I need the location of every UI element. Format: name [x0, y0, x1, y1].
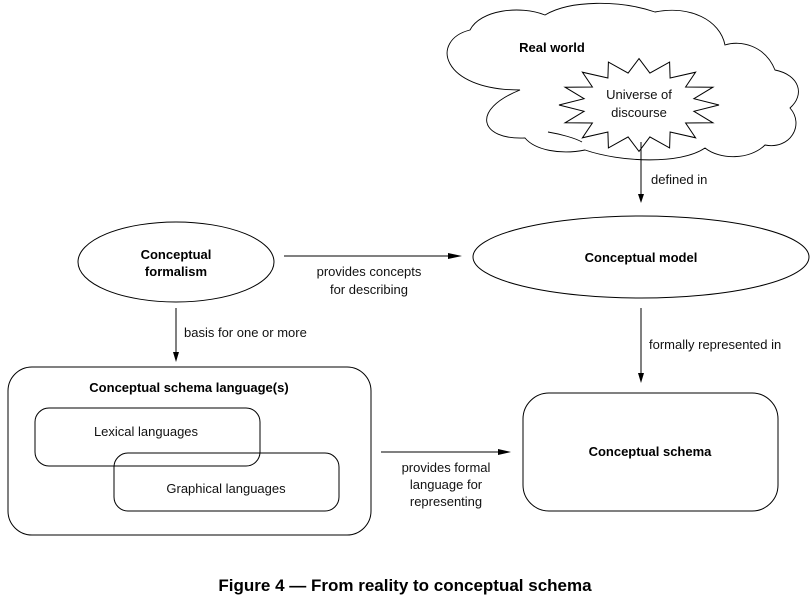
arrow-head-icon — [448, 253, 462, 259]
conceptual-model-node: Conceptual model — [472, 215, 810, 299]
cloud-inner-curve — [547, 131, 583, 143]
conceptual-formalism-label-line-1: Conceptual — [141, 247, 212, 262]
conceptual-schema-label: Conceptual schema — [589, 444, 713, 459]
conceptual-schema-languages-node: Conceptual schema language(s) Lexical la… — [7, 366, 372, 536]
edge-provides-formal-language: provides formal language for representin… — [381, 449, 511, 509]
starburst-shape — [558, 57, 720, 153]
conceptual-schema-box — [522, 392, 779, 512]
conceptual-model-ellipse — [472, 215, 810, 299]
arrow-head-icon — [638, 194, 644, 203]
edge-provides-concepts-label-line-2: for describing — [330, 282, 408, 297]
real-world-label: Real world — [519, 40, 585, 55]
edge-formally-represented-label: formally represented in — [649, 337, 781, 352]
graphical-languages-box — [113, 452, 340, 512]
conceptual-formalism-node: Conceptual formalism — [77, 221, 275, 303]
edge-basis-for: basis for one or more — [173, 308, 307, 362]
arrow-head-icon — [498, 449, 511, 455]
conceptual-formalism-ellipse — [77, 221, 275, 303]
conceptual-schema-node: Conceptual schema — [522, 392, 779, 512]
universe-label-line-2: discourse — [611, 105, 667, 120]
edge-defined-in-label: defined in — [651, 172, 707, 187]
graphical-languages-label: Graphical languages — [166, 481, 286, 496]
arrow-head-icon — [173, 352, 179, 362]
conceptual-model-label: Conceptual model — [585, 250, 698, 265]
edge-provides-concepts-label-line-1: provides concepts — [317, 264, 422, 279]
conceptual-schema-languages-label: Conceptual schema language(s) — [89, 380, 288, 395]
lexical-languages-label: Lexical languages — [94, 424, 199, 439]
edge-basis-for-label: basis for one or more — [184, 325, 307, 340]
universe-label-line-1: Universe of — [606, 87, 672, 102]
edge-provides-concepts: provides concepts for describing — [284, 253, 462, 297]
edge-formally-represented: formally represented in — [638, 308, 781, 383]
arrow-head-icon — [638, 373, 644, 383]
edge-provides-formal-language-label-line-2: language for — [410, 477, 483, 492]
universe-of-discourse-node: Universe of discourse — [558, 57, 720, 153]
conceptual-formalism-label-line-2: formalism — [145, 264, 207, 279]
conceptual-schema-languages-box — [7, 366, 372, 536]
edge-defined-in: defined in — [638, 142, 707, 203]
edge-provides-formal-language-label-line-1: provides formal — [402, 460, 491, 475]
edge-provides-formal-language-label-line-3: representing — [410, 494, 482, 509]
lexical-languages-box — [34, 407, 261, 467]
figure-caption: Figure 4 — From reality to conceptual sc… — [218, 576, 592, 595]
